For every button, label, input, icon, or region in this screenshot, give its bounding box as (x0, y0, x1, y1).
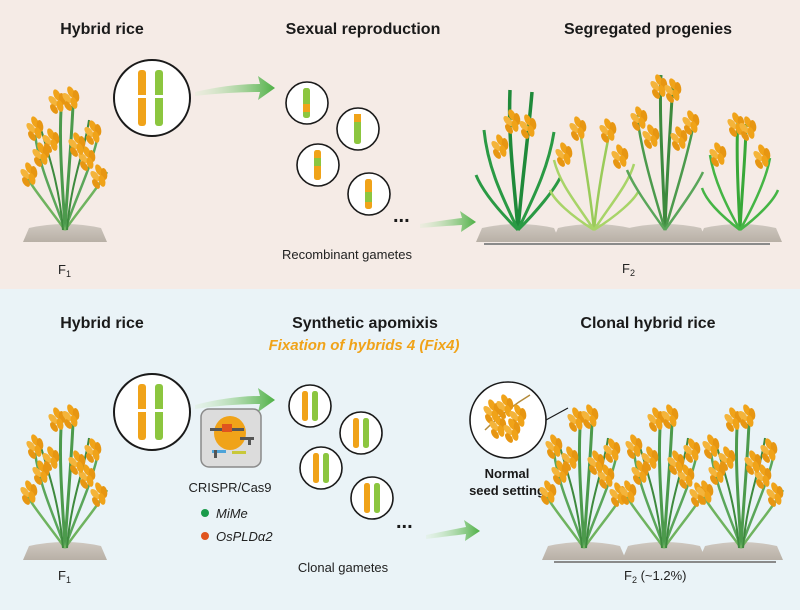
seed-zoom-circle (469, 381, 569, 459)
top-hybrid-rice-title: Hybrid rice (60, 21, 144, 38)
segregated-progeny-4 (698, 111, 782, 242)
clonal-hybrid-rice-title: Clonal hybrid rice (580, 315, 715, 332)
bottom-arrow-to-gametes (195, 388, 275, 412)
segregated-progeny-1 (474, 89, 562, 242)
recombinant-gamete-2 (336, 107, 380, 151)
segregated-progenies-title: Segregated progenies (564, 21, 732, 38)
top-hybrid-chromosome-circle (113, 59, 191, 137)
clonal-gamete-4 (350, 476, 394, 520)
mime-label: MiMe (216, 506, 248, 521)
bottom-arrow-to-clonal (426, 520, 480, 541)
ospld-dot (201, 532, 209, 540)
top-arrow-to-gametes (195, 76, 275, 100)
bottom-hybrid-chromosome-circle (113, 373, 191, 451)
clonal-gamete-1 (288, 384, 332, 428)
crispr-label: CRISPR/Cas9 (188, 480, 271, 495)
top-f1-label: F1 (58, 262, 71, 279)
clonal-gamete-3 (299, 446, 343, 490)
fix4-subtitle: Fixation of hybrids 4 (Fix4) (269, 337, 460, 354)
top-f2-label: F2 (622, 261, 635, 278)
sexual-reproduction-title: Sexual reproduction (286, 21, 441, 38)
recombinant-gamete-3 (296, 143, 340, 187)
normal-seed-line2: seed setting (469, 483, 545, 498)
synthetic-apomixis-title: Synthetic apomixis (292, 315, 438, 332)
clonal-gametes-label: Clonal gametes (298, 560, 389, 575)
normal-seed-line1: Normal (485, 466, 530, 481)
segregated-progeny-2 (548, 115, 640, 242)
segregated-progeny-3 (623, 73, 707, 242)
clonal-gamete-2 (339, 411, 383, 455)
mime-dot (201, 509, 209, 517)
recombinant-gamete-1 (285, 81, 329, 125)
bottom-ellipsis: ... (396, 511, 413, 533)
ospld-label: OsPLDα2 (216, 529, 273, 544)
recombinant-gametes-label: Recombinant gametes (282, 247, 413, 262)
bottom-f1-label: F1 (58, 568, 71, 585)
crispr-cas9-icon (200, 408, 262, 468)
top-ellipsis: ... (393, 205, 410, 227)
top-arrow-to-progenies (420, 211, 476, 232)
bottom-f2-label: F2 (~1.2%) (624, 568, 686, 585)
bottom-hybrid-rice-title: Hybrid rice (60, 315, 144, 332)
recombinant-gamete-4 (347, 172, 391, 216)
